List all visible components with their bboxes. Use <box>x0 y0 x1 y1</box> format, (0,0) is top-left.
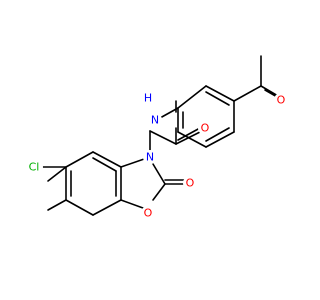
bond <box>92 151 122 168</box>
ring-nitrogen-label: N <box>146 151 154 164</box>
bonds <box>41 55 280 216</box>
amide-hydrogen-label: H <box>144 92 152 105</box>
ring-carbonyl-oxygen-label: O <box>186 177 195 190</box>
bond <box>159 107 179 119</box>
amide-nitrogen-label: N <box>151 114 159 127</box>
bond <box>205 91 230 106</box>
bond <box>149 130 177 145</box>
bond <box>92 199 122 216</box>
bond <box>233 85 262 102</box>
bond <box>177 85 207 109</box>
amide-oxygen-label: O <box>201 122 210 135</box>
bond <box>47 166 67 182</box>
bond <box>92 157 117 172</box>
acetyl-oxygen-label: O <box>277 94 286 107</box>
bond <box>205 127 230 142</box>
bond <box>65 199 94 216</box>
bond <box>260 85 279 97</box>
atom-labels: Cl N O O O N H O <box>25 92 288 220</box>
bond <box>152 183 166 201</box>
bond <box>47 199 67 211</box>
molecule-structure: Cl N O O O N H O <box>25 55 288 220</box>
bond <box>205 85 235 102</box>
bond <box>205 131 235 148</box>
bond <box>177 127 201 141</box>
bond <box>120 199 144 209</box>
chlorine-label: Cl <box>29 161 40 174</box>
bond <box>152 163 166 185</box>
bond <box>65 151 94 168</box>
ring-oxygen-label: O <box>144 207 153 220</box>
bond <box>120 157 148 168</box>
bond <box>177 131 207 148</box>
